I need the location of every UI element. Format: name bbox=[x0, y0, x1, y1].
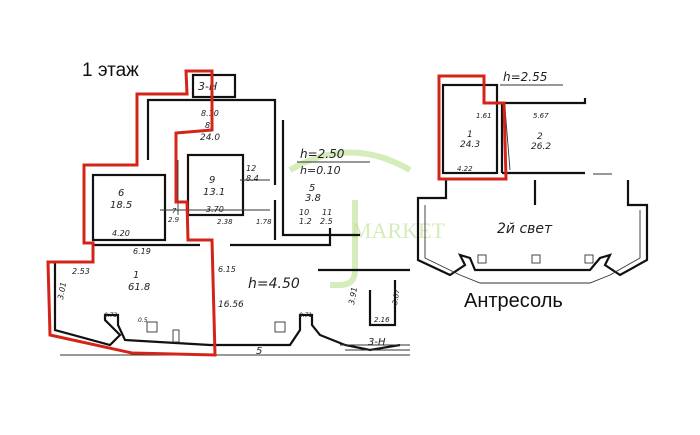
svg-text:61.8: 61.8 bbox=[128, 282, 150, 293]
mezzanine-highlight-outline bbox=[437, 74, 508, 181]
svg-text:7: 7 bbox=[172, 207, 177, 215]
svg-text:3.91: 3.91 bbox=[347, 286, 359, 305]
svg-text:4.22: 4.22 bbox=[457, 165, 473, 173]
svg-text:16.56: 16.56 bbox=[218, 300, 244, 310]
svg-text:12: 12 bbox=[246, 164, 256, 173]
svg-text:8.4: 8.4 bbox=[246, 174, 259, 183]
svg-text:1.78: 1.78 bbox=[256, 218, 272, 226]
mezzanine-title: Антресоль bbox=[464, 290, 563, 312]
svg-text:2.5: 2.5 bbox=[320, 217, 333, 226]
mezzanine-labels: h=2.55 1.61 5.67 1 24.3 2 26.2 4.22 2й с… bbox=[457, 70, 563, 237]
floor1-labels: 3-Н 8.10 8 24.0 6 18.5 4.20 9 13.1 12 8.… bbox=[56, 80, 402, 357]
svg-text:1.2: 1.2 bbox=[299, 217, 312, 226]
svg-text:11: 11 bbox=[322, 208, 332, 217]
svg-text:1: 1 bbox=[467, 130, 473, 140]
svg-text:13.1: 13.1 bbox=[203, 187, 225, 198]
svg-text:3.8: 3.8 bbox=[305, 193, 321, 204]
mezzanine-height-label: h=2.55 bbox=[503, 70, 547, 84]
svg-text:3.07: 3.07 bbox=[391, 288, 402, 305]
svg-text:2.38: 2.38 bbox=[217, 218, 233, 226]
floor1-highlight-outline bbox=[46, 69, 217, 357]
height-label-top: h=2.50 bbox=[300, 147, 345, 161]
svg-text:1.61: 1.61 bbox=[476, 112, 492, 120]
svg-text:24.3: 24.3 bbox=[460, 140, 480, 150]
svg-text:5.67: 5.67 bbox=[533, 112, 549, 120]
svg-text:h=0.10: h=0.10 bbox=[300, 164, 341, 177]
svg-text:2.9: 2.9 bbox=[168, 216, 180, 224]
stair-label-top: 3-Н bbox=[198, 80, 217, 93]
svg-text:26.2: 26.2 bbox=[531, 142, 551, 152]
stair-label-bottom: 3-Н bbox=[368, 337, 386, 348]
svg-text:18.5: 18.5 bbox=[110, 200, 132, 211]
svg-text:0.5: 0.5 bbox=[138, 317, 148, 324]
svg-text:9: 9 bbox=[209, 175, 215, 186]
svg-text:8.10: 8.10 bbox=[201, 109, 219, 118]
svg-text:2.53: 2.53 bbox=[72, 267, 90, 276]
svg-text:5: 5 bbox=[309, 183, 315, 194]
svg-text:6: 6 bbox=[118, 188, 124, 199]
svg-text:4.20: 4.20 bbox=[112, 229, 130, 238]
svg-text:0.73: 0.73 bbox=[104, 312, 118, 319]
svg-text:8: 8 bbox=[205, 121, 210, 130]
svg-text:MARKET: MARKET bbox=[352, 218, 445, 243]
floor1-title: 1 этаж bbox=[82, 60, 139, 81]
svg-text:6.15: 6.15 bbox=[218, 265, 236, 274]
svg-text:2: 2 bbox=[537, 132, 543, 142]
svg-text:3.01: 3.01 bbox=[56, 281, 68, 300]
svg-text:0.71: 0.71 bbox=[299, 312, 312, 319]
svg-text:10: 10 bbox=[299, 208, 309, 217]
svg-text:24.0: 24.0 bbox=[200, 133, 220, 143]
second-light-label: 2й свет bbox=[497, 221, 553, 237]
svg-text:2.16: 2.16 bbox=[374, 316, 390, 324]
svg-text:5: 5 bbox=[256, 346, 262, 357]
svg-text:3.70: 3.70 bbox=[206, 205, 224, 214]
svg-text:6.19: 6.19 bbox=[133, 247, 151, 256]
mezzanine-walls bbox=[416, 83, 649, 284]
svg-text:1: 1 bbox=[133, 270, 139, 281]
height-label-main: h=4.50 bbox=[248, 276, 300, 292]
